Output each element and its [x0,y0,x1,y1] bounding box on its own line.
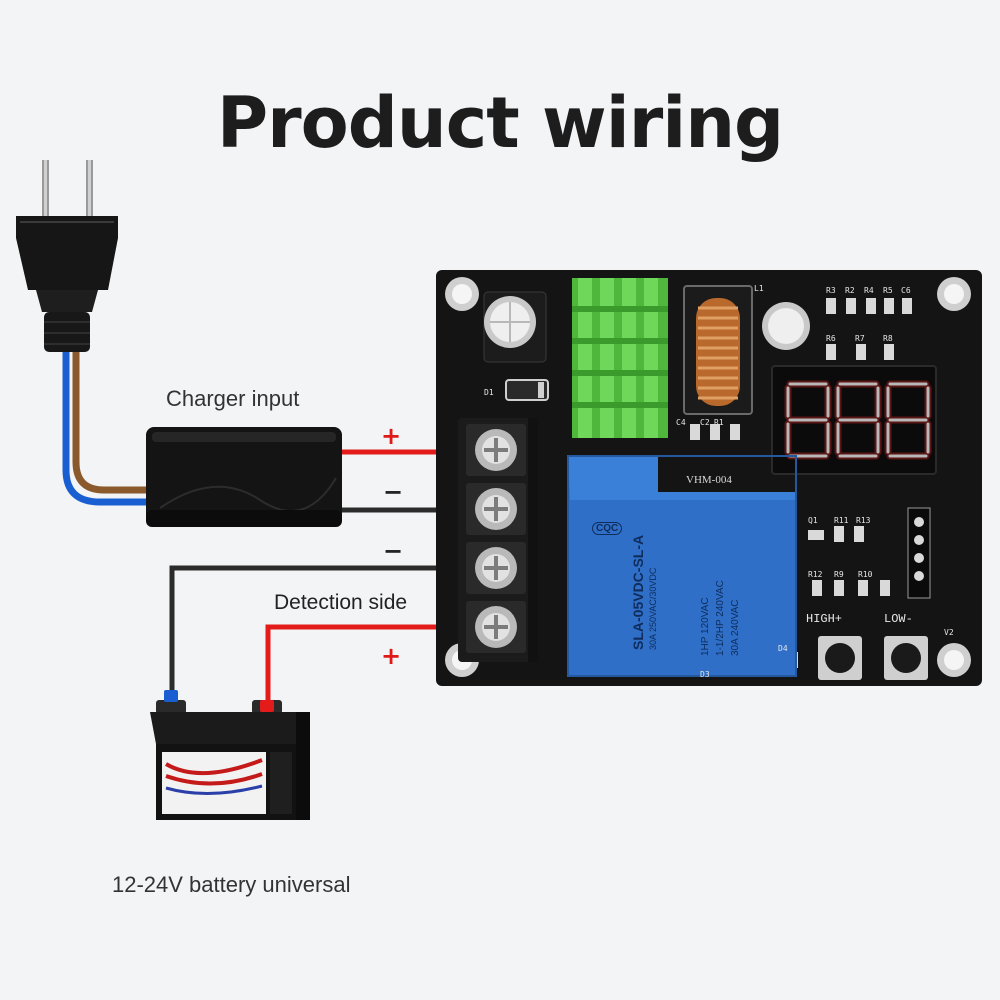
battery-label: 12-24V battery universal [112,872,351,897]
relay-rating-2: 1HP 120VAC [700,597,711,656]
battery-negative-wire [169,565,480,690]
relay-rating-4: 30A 240VAC [730,599,741,656]
component-label: C2 [700,418,710,427]
relay-rating-1: 30A 250VAC/30VDC [648,567,658,650]
relay-cert-mark: CQC [592,522,623,535]
component-label: R1 [714,418,724,427]
relay-model-label: SLA-05VDC-SL-A [630,534,646,650]
screw-terminal-block [458,418,538,662]
board-model-label: VHM-004 [686,474,732,486]
seven-segment-display [771,365,937,475]
power-plug-icon [16,160,118,352]
charger-adapter-icon [146,427,342,527]
charger-negative-sign: − [383,478,404,506]
component-label: R3 [826,286,836,295]
battery-negative-sign: − [383,537,404,565]
button-high [818,636,862,680]
button-low [884,636,928,680]
component-label: L1 [754,284,764,293]
component-label: R9 [834,570,844,579]
battery-icon [150,690,310,820]
component-label: R2 [845,286,855,295]
component-label: R13 [856,516,871,525]
battery-positive-sign: + [381,642,402,670]
control-board [436,270,982,686]
detection-side-label: Detection side [274,591,408,614]
component-label: R12 [808,570,823,579]
battery-positive-wire [265,624,480,706]
component-label: R11 [834,516,849,525]
component-label: C4 [676,418,686,427]
component-label: Q1 [808,516,818,525]
component-label: R10 [858,570,873,579]
component-label: C6 [901,286,911,295]
inductor-coil [683,285,753,415]
component-label: R8 [883,334,893,343]
charger-input-label: Charger input [166,386,300,411]
component-label: V2 [944,628,954,637]
component-label: D1 [484,388,494,397]
page-title: Product wiring [216,82,784,164]
heatsink [572,278,668,438]
relay [567,455,797,677]
relay-rating-3: 1-1/2HP 240VAC [715,580,726,656]
component-label: D4 [778,644,788,653]
pin-header [907,507,931,599]
charger-positive-sign: + [381,422,402,450]
component-label: R5 [883,286,893,295]
button-low-label: LOW- [884,612,913,626]
button-high-label: HIGH+ [806,612,843,626]
mains-cable [62,350,148,506]
component-label: R6 [826,334,836,343]
component-label: D3 [700,670,710,679]
component-label: R4 [864,286,874,295]
component-label: R7 [855,334,865,343]
